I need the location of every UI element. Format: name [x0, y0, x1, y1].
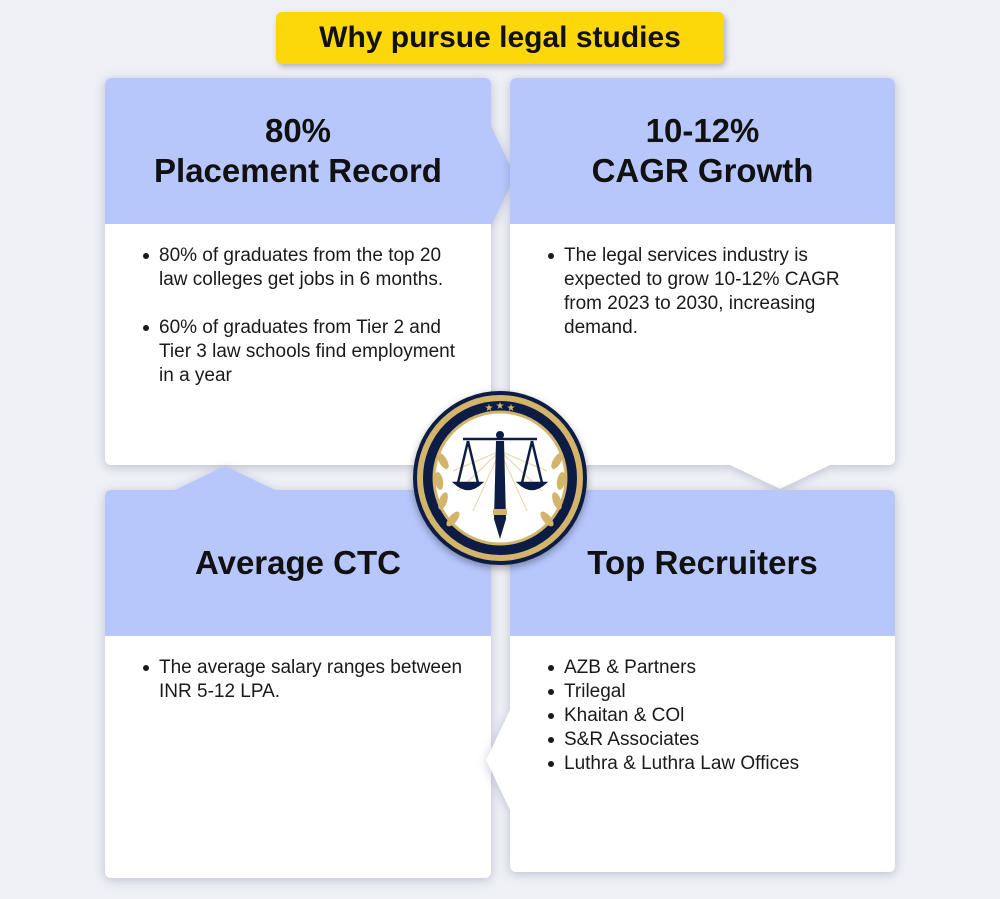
list-item: 80% of graduates from the top 20 law col…	[141, 244, 463, 292]
card-placement-body: 80% of graduates from the top 20 law col…	[105, 244, 491, 465]
card-average-ctc: Average CTC The average salary ranges be…	[105, 466, 491, 878]
placement-heading: Placement Record	[154, 152, 442, 189]
list-item: 60% of graduates from Tier 2 and Tier 3 …	[141, 316, 463, 388]
card-ctc-body: The average salary ranges between INR 5-…	[105, 656, 491, 878]
list-item: S&R Associates	[546, 728, 867, 752]
list-item: Luthra & Luthra Law Offices	[546, 752, 867, 776]
list-item: The legal services industry is expected …	[546, 244, 867, 340]
list-item: Khaitan & COl	[546, 704, 867, 728]
card-recruiters-body: AZB & Partners Trilegal Khaitan & COl S&…	[510, 656, 895, 872]
list-item: AZB & Partners	[546, 656, 867, 680]
card-placement-header: 80% Placement Record	[105, 78, 491, 224]
ctc-heading: Average CTC	[194, 544, 401, 582]
svg-text:★: ★	[507, 403, 516, 414]
card-placement-record: 80% Placement Record 80% of graduates fr…	[105, 78, 515, 465]
page-title: Why pursue legal studies	[276, 12, 724, 64]
card-cagr-body: The legal services industry is expected …	[510, 244, 895, 465]
svg-text:★: ★	[485, 403, 494, 414]
card-cagr-growth: 10-12% CAGR Growth The legal services in…	[510, 78, 895, 489]
svg-text:★: ★	[496, 401, 505, 412]
cagr-heading: CAGR Growth	[591, 152, 814, 189]
cagr-percent: 10-12%	[645, 112, 760, 150]
card-cagr-header: 10-12% CAGR Growth	[510, 78, 895, 224]
list-item: The average salary ranges between INR 5-…	[141, 656, 463, 704]
recruiters-heading: Top Recruiters	[587, 544, 818, 582]
list-item: Trilegal	[546, 680, 867, 704]
scales-of-justice-icon: ★★★	[413, 391, 587, 565]
placement-percent: 80%	[264, 112, 332, 150]
